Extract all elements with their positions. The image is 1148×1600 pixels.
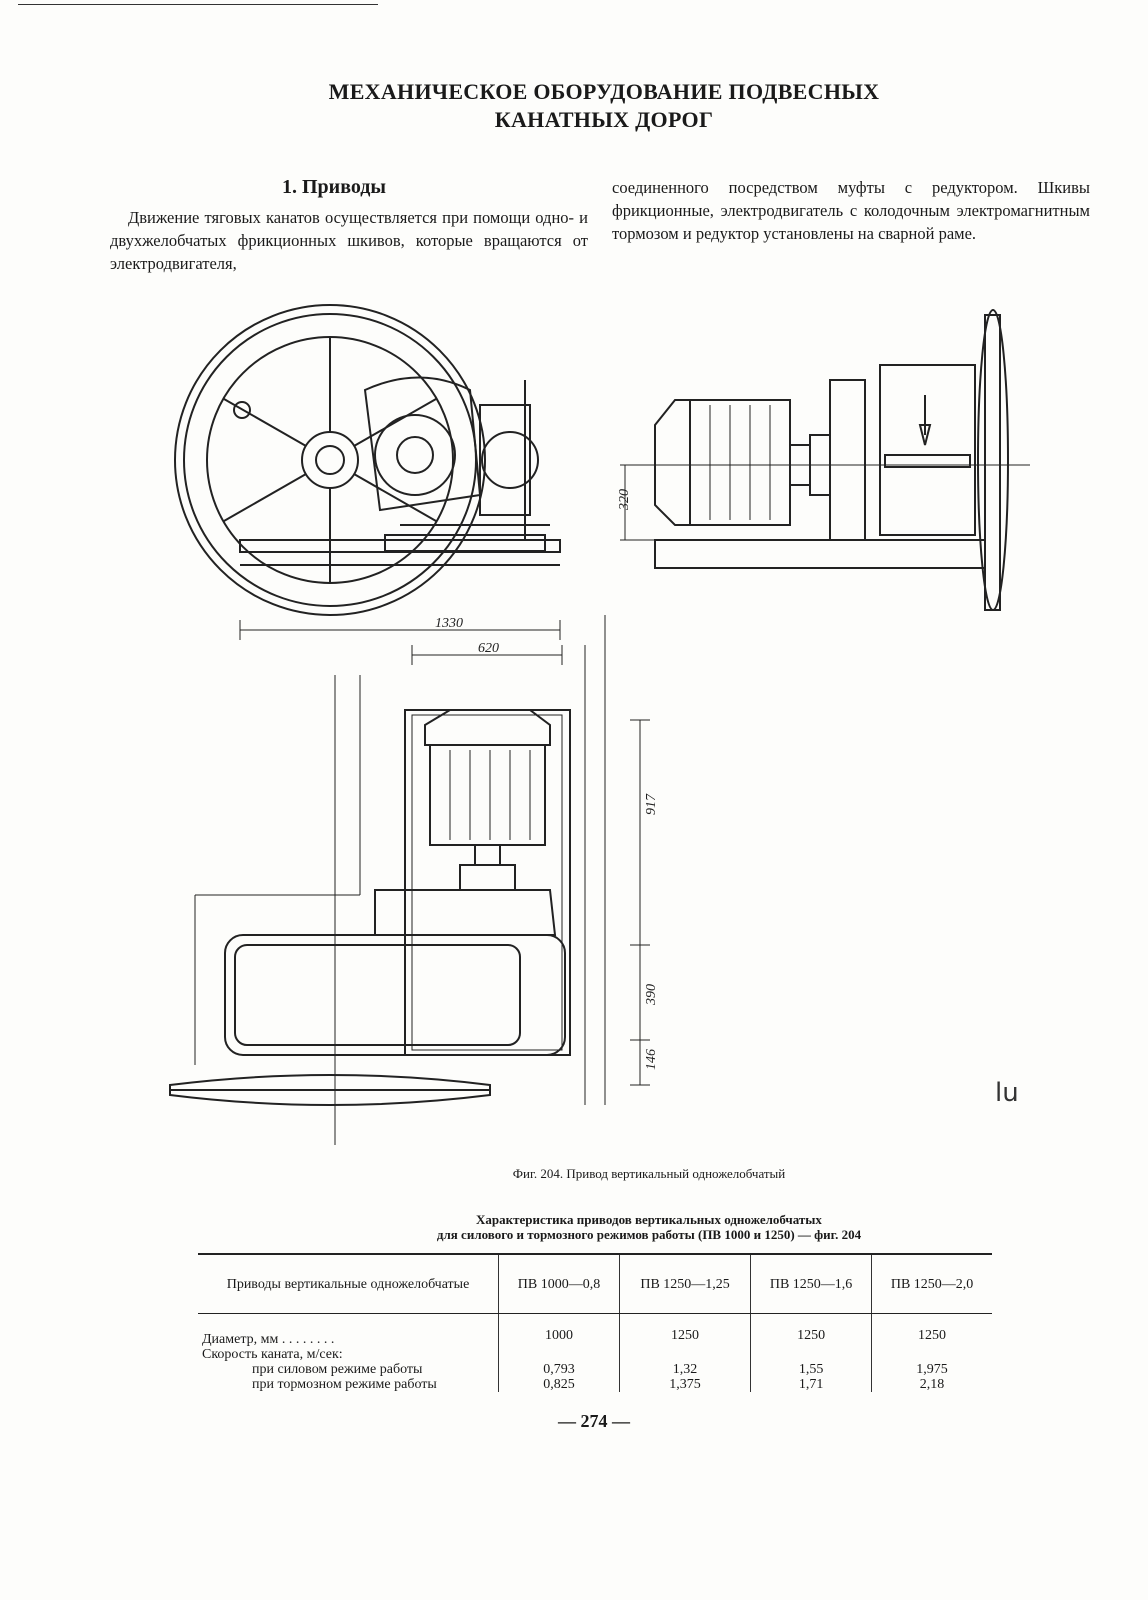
cell-brake-4: 2,18 — [871, 1377, 992, 1392]
cell-diameter-3: 1250 — [750, 1313, 872, 1347]
cell-diameter-2: 1250 — [619, 1313, 751, 1347]
header-col-1: ПВ 1000—0,8 — [497, 1253, 620, 1314]
title-line-1: МЕХАНИЧЕСКОЕ ОБОРУДОВАНИЕ ПОДВЕСНЫХ — [328, 79, 880, 104]
plan-view-drive — [169, 615, 606, 1145]
cell-diameter-1: 1000 — [497, 1313, 620, 1347]
row-label-power: при силовом режиме работы — [198, 1362, 499, 1377]
row-label-diameter: Диаметр, мм . . . . . . . . — [202, 1332, 335, 1347]
power-label: при силовом режиме работы — [252, 1362, 423, 1377]
table-title: Характеристика приводов вертикальных одн… — [0, 1212, 1148, 1242]
handwritten-mark: lu — [995, 1078, 1019, 1108]
page-title: МЕХАНИЧЕСКОЕ ОБОРУДОВАНИЕ ПОДВЕСНЫХ КАНА… — [0, 78, 1148, 134]
cell-power-1: 0,793 — [497, 1362, 620, 1377]
title-line-2: КАНАТНЫХ ДОРОГ — [494, 107, 714, 132]
row-label-speed: Скорость каната, м/сек: — [202, 1347, 343, 1362]
page-number: — 274 — — [558, 1411, 630, 1431]
brake-label: при тормозном режиме работы — [252, 1377, 437, 1392]
spec-table: Приводы вертикальные одножелобчатые ПВ 1… — [198, 1253, 992, 1392]
dimension-390: 390 — [644, 984, 659, 1006]
table-header-row: Приводы вертикальные одножелобчатые ПВ 1… — [198, 1253, 992, 1314]
front-view-base — [239, 524, 561, 566]
cell-brake-3: 1,71 — [750, 1377, 872, 1392]
header-col-3: ПВ 1250—1,6 — [750, 1253, 872, 1314]
table-title-line-1: Характеристика приводов вертикальных одн… — [476, 1212, 822, 1227]
table-row: Скорость каната, м/сек: — [198, 1347, 992, 1362]
cell-power-4: 1,975 — [871, 1362, 992, 1377]
section-heading: 1. Приводы — [282, 176, 387, 198]
dimension-320: 320 — [617, 489, 632, 511]
dimension-146: 146 — [644, 1049, 659, 1070]
paragraph-right: соединенного посредством муфты с редукто… — [612, 178, 1090, 243]
side-view-drive — [620, 309, 1030, 611]
front-view-gearbox — [233, 376, 539, 540]
table-row: Диаметр, мм . . . . . . . . 1000 1250 12… — [198, 1313, 992, 1347]
drive-drawing-figure: 1330 620 320 917 390 146 — [169, 304, 1030, 1145]
figure-caption: Фиг. 204. Привод вертикальный одножелобч… — [512, 1166, 786, 1181]
header-param: Приводы вертикальные одножелобчатые — [198, 1253, 499, 1314]
cell-brake-2: 1,375 — [619, 1377, 751, 1392]
header-col-4: ПВ 1250—2,0 — [871, 1253, 992, 1314]
dimension-620: 620 — [478, 641, 499, 656]
cell-power-2: 1,32 — [619, 1362, 751, 1377]
table-row: при тормозном режиме работы 0,825 1,375 … — [198, 1377, 992, 1392]
front-view-sheave — [174, 304, 486, 616]
paragraph-left: Движение тяговых канатов осуществляется … — [110, 208, 588, 273]
dimension-917: 917 — [644, 793, 659, 815]
top-rule — [18, 4, 378, 5]
table-title-line-2: для силового и тормозного режимов работы… — [436, 1227, 862, 1242]
cell-diameter-4: 1250 — [871, 1313, 992, 1347]
cell-brake-1: 0,825 — [497, 1377, 620, 1392]
cell-power-3: 1,55 — [750, 1362, 872, 1377]
dimension-1330: 1330 — [435, 616, 463, 631]
row-label-brake: при тормозном режиме работы — [198, 1377, 499, 1392]
dimension-lines — [239, 620, 650, 1086]
table-row: при силовом режиме работы 0,793 1,32 1,5… — [198, 1362, 992, 1377]
header-col-2: ПВ 1250—1,25 — [619, 1253, 751, 1314]
